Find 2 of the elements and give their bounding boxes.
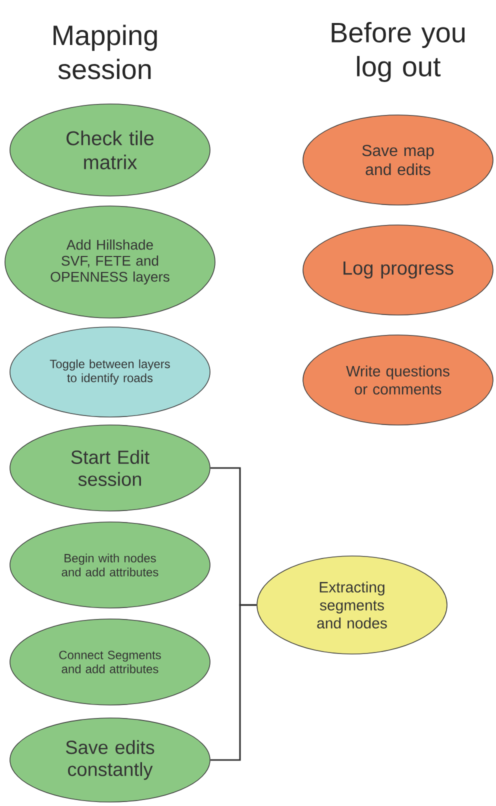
bracket-connector [210,604,257,761]
column-heading: Before you log out [332,22,465,82]
